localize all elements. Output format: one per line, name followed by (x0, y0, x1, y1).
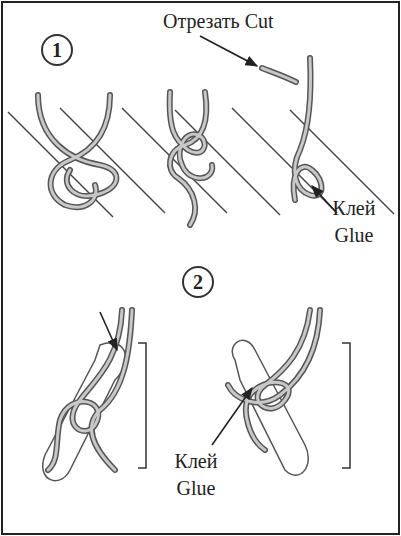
callout-label: Отрезать Cut (163, 8, 274, 35)
rod-line (232, 108, 337, 213)
rod-line (122, 108, 227, 213)
callout-label: Клей Glue (326, 195, 382, 249)
brackets (138, 343, 350, 468)
callout-label: Клей Glue (168, 448, 224, 502)
step-number-circle: 1 (41, 34, 73, 66)
leader-arrows (100, 36, 336, 445)
step-number-circle: 2 (182, 266, 214, 298)
cord-outline (38, 58, 322, 470)
step-number: 2 (193, 272, 203, 292)
cord-fill (38, 58, 322, 470)
step-number: 1 (52, 40, 62, 60)
